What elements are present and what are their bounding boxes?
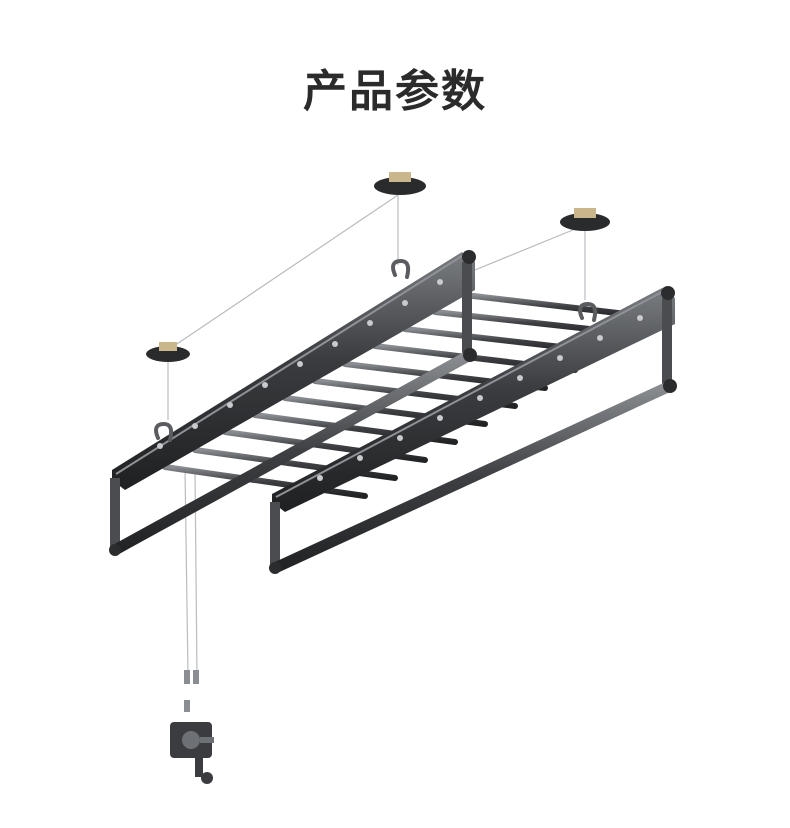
ceiling-mount-icon (146, 172, 610, 362)
page-title: 产品参数 (303, 66, 487, 117)
hand-crank-icon (170, 670, 214, 784)
rack-frame (109, 250, 677, 574)
cables (164, 194, 586, 676)
